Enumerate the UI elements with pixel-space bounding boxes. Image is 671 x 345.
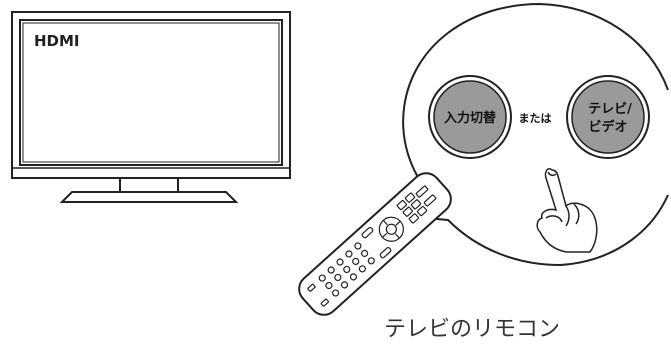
tv-stand-base <box>59 191 239 203</box>
remote-body <box>298 172 452 316</box>
remote-caption: テレビのリモコン <box>384 317 560 342</box>
tv-screen <box>19 19 283 166</box>
pointing-hand-icon <box>536 167 598 253</box>
input-switch-button: 入力切替 <box>428 75 512 159</box>
tv-video-button: テレビ/ ビデオ <box>566 75 650 159</box>
callout-bubble: 入力切替 または テレビ/ ビデオ <box>388 2 669 267</box>
connector-text: または <box>519 112 552 125</box>
tv-illustration: HDMI <box>11 11 291 203</box>
tv-screen-label: HDMI <box>34 32 80 50</box>
remote-control <box>298 172 452 316</box>
callout-outline <box>388 2 669 267</box>
input-switch-label: 入力切替 <box>444 110 497 126</box>
tv-video-label-line1: テレビ/ <box>588 101 632 117</box>
tv-video-label-line2: ビデオ <box>588 119 627 135</box>
tv-stand-neck <box>119 177 179 193</box>
